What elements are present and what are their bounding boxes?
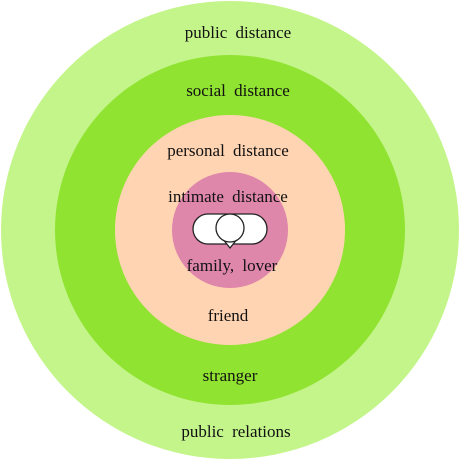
friend-label: friend: [208, 306, 249, 325]
intimate-distance-label: intimate distance: [168, 187, 288, 206]
two-people-icon: [192, 213, 268, 250]
public-relations-label: public relations: [181, 422, 290, 441]
stranger-label: stranger: [203, 366, 258, 385]
public-distance-label: public distance: [185, 23, 291, 42]
family-lover-label: family, lover: [187, 256, 278, 275]
personal-distance-label: personal distance: [167, 141, 289, 160]
social-distance-label: social distance: [186, 81, 290, 100]
